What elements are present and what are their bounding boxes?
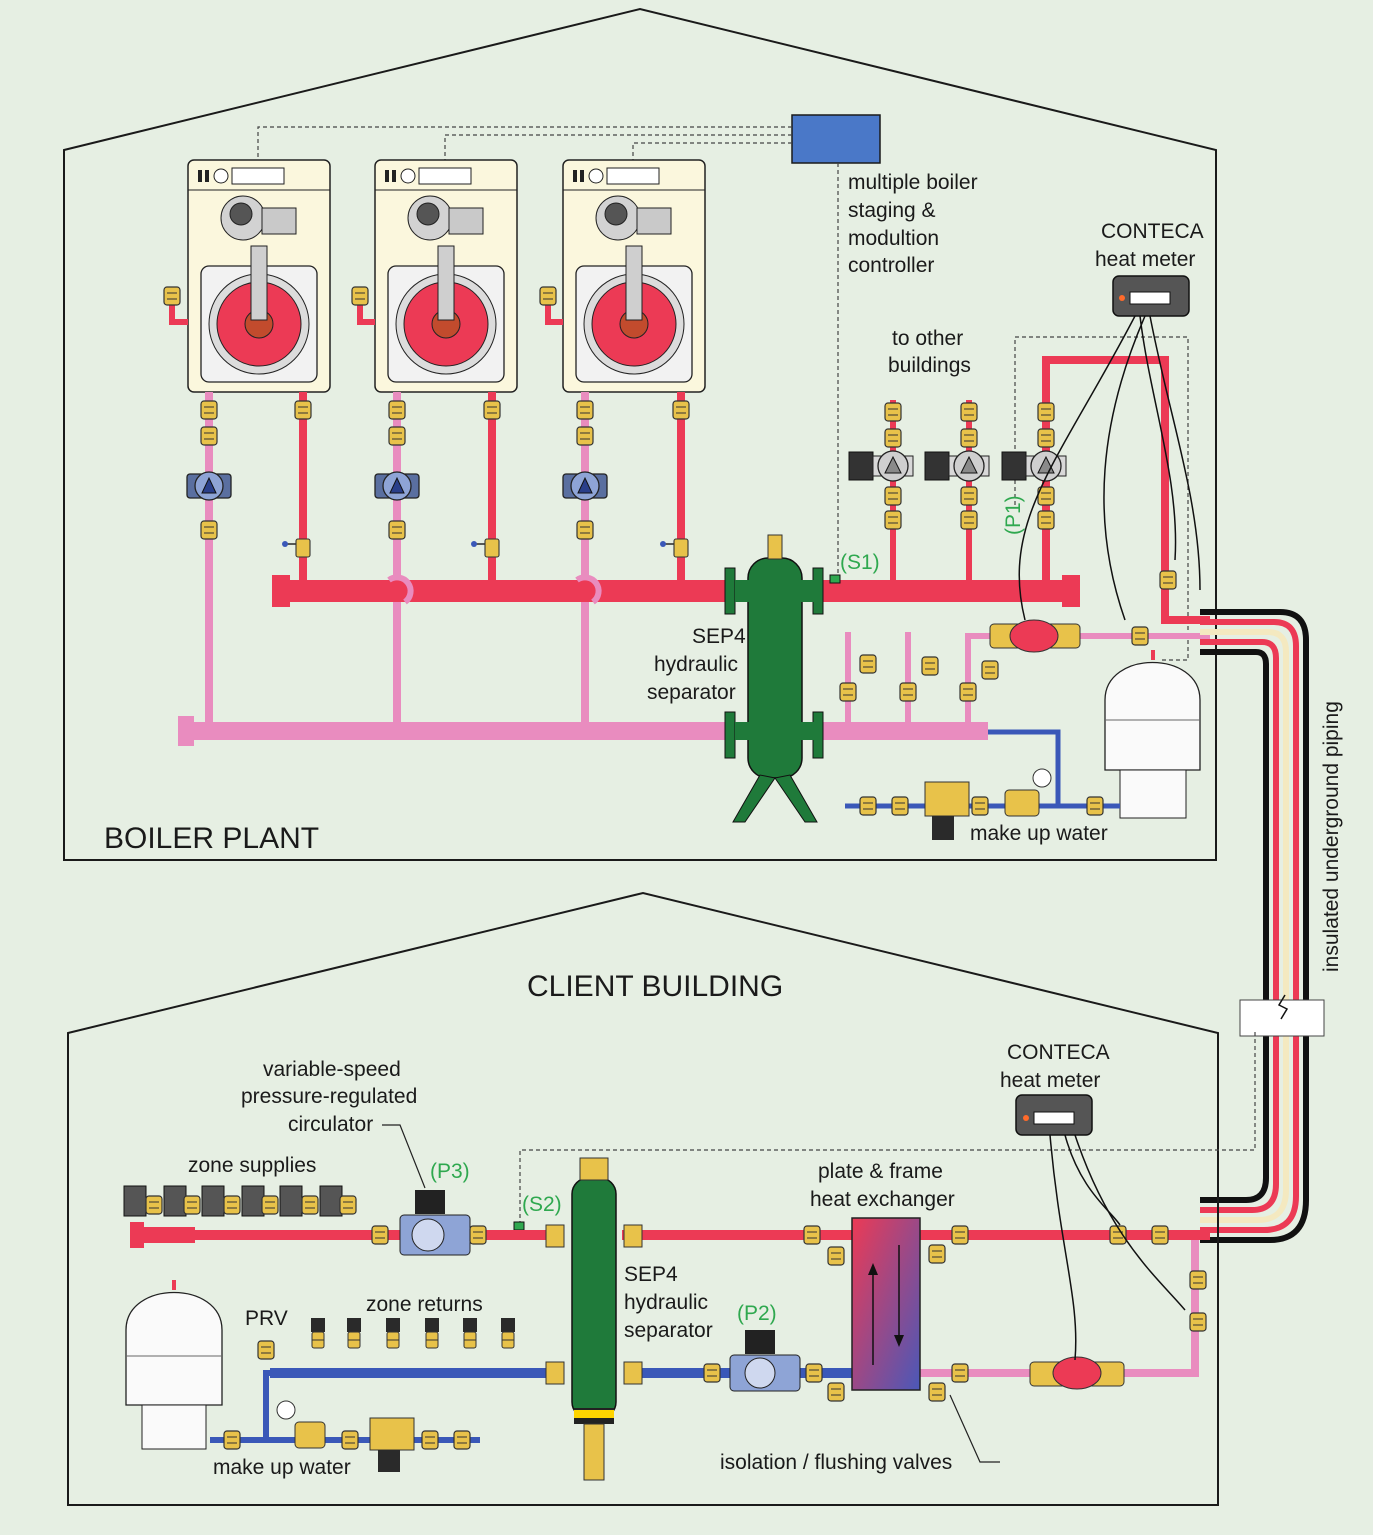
client-building-title: CLIENT BUILDING <box>527 970 783 1003</box>
client-expansion-tank <box>125 1280 223 1450</box>
plate-heat-exchanger <box>851 1217 921 1391</box>
other-buildings-label-2: buildings <box>888 354 971 377</box>
circulator-p2 <box>729 1330 801 1392</box>
pump-tag-p3: (P3) <box>430 1160 470 1183</box>
plant-hydraulic-separator <box>724 534 824 823</box>
sensor-tag-s1: (S1) <box>840 551 880 574</box>
zone-supply-valves <box>123 1185 357 1217</box>
plant-heat-meter-label-1: CONTECA <box>1101 220 1204 243</box>
plant-separator-label-3: separator <box>647 681 736 704</box>
boiler-pump-1 <box>186 471 232 501</box>
plant-supply-header <box>272 580 1078 602</box>
boiler-pump-3 <box>562 471 608 501</box>
boiler-1 <box>187 159 331 393</box>
plant-separator-label-2: hydraulic <box>654 653 738 676</box>
plant-makeup-label: make up water <box>970 822 1108 845</box>
plant-heat-meter-label-2: heat meter <box>1095 248 1195 271</box>
circulator-label-1: variable-speed <box>263 1058 401 1081</box>
boiler-2 <box>374 159 518 393</box>
controller-label-line-3: modultion <box>848 227 939 250</box>
client-heat-meter-label-2: heat meter <box>1000 1069 1100 1092</box>
zone-returns-label: zone returns <box>366 1293 483 1316</box>
sensor-tag-s2: (S2) <box>522 1193 562 1216</box>
zone-return-valves <box>310 1317 516 1349</box>
controller-label-line-1: multiple boiler <box>848 171 978 194</box>
circulator-other-building-2 <box>924 450 990 482</box>
boiler-pump-2 <box>374 471 420 501</box>
circulator-p3 <box>399 1190 471 1256</box>
plant-separator-label-1: SEP4 <box>692 625 746 648</box>
boiler-controller <box>791 114 881 164</box>
client-flow-meter <box>1029 1356 1125 1390</box>
circulator-label-3: circulator <box>288 1113 373 1136</box>
circulator-other-building-1 <box>848 450 914 482</box>
prv-label: PRV <box>245 1307 288 1330</box>
pump-tag-p2: (P2) <box>737 1302 777 1325</box>
plant-return-header <box>178 722 988 740</box>
controller-label-line-4: controller <box>848 254 934 277</box>
client-heat-meter-label-1: CONTECA <box>1007 1041 1110 1064</box>
boiler-3 <box>562 159 706 393</box>
client-separator-label-1: SEP4 <box>624 1263 678 1286</box>
isolation-valves-label: isolation / flushing valves <box>720 1451 952 1474</box>
client-separator-label-2: hydraulic <box>624 1291 708 1314</box>
pump-tag-p1: (P1) <box>1002 495 1025 535</box>
client-separator-label-3: separator <box>624 1319 713 1342</box>
hx-label-1: plate & frame <box>818 1160 943 1183</box>
plant-expansion-tank <box>1104 650 1201 819</box>
underground-piping-label: insulated underground piping <box>1320 701 1343 972</box>
plant-flow-meter <box>989 619 1081 653</box>
other-buildings-label-1: to other <box>892 327 963 350</box>
zone-supplies-label: zone supplies <box>188 1154 316 1177</box>
boiler-plant-title: BOILER PLANT <box>104 822 319 855</box>
circulator-label-2: pressure-regulated <box>241 1085 417 1108</box>
hx-label-2: heat exchanger <box>810 1188 955 1211</box>
client-hydraulic-separator <box>545 1157 643 1481</box>
client-makeup-label: make up water <box>213 1456 351 1479</box>
controller-label-line-2: staging & <box>848 199 936 222</box>
